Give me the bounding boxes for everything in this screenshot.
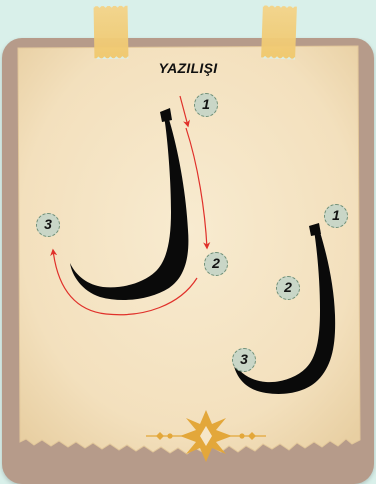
step-badge-left-1: 1 bbox=[194, 93, 218, 117]
step-badge-right-3: 3 bbox=[232, 348, 256, 372]
step-badge-right-1: 1 bbox=[324, 204, 348, 228]
step-badge-left-3: 3 bbox=[36, 213, 60, 237]
tape-right bbox=[261, 5, 297, 58]
page-title: YAZILIŞI bbox=[0, 60, 376, 76]
paper-sheet bbox=[18, 46, 360, 454]
step-badge-right-2: 2 bbox=[276, 276, 300, 300]
step-badge-left-2: 2 bbox=[204, 252, 228, 276]
tape-left bbox=[94, 6, 129, 59]
